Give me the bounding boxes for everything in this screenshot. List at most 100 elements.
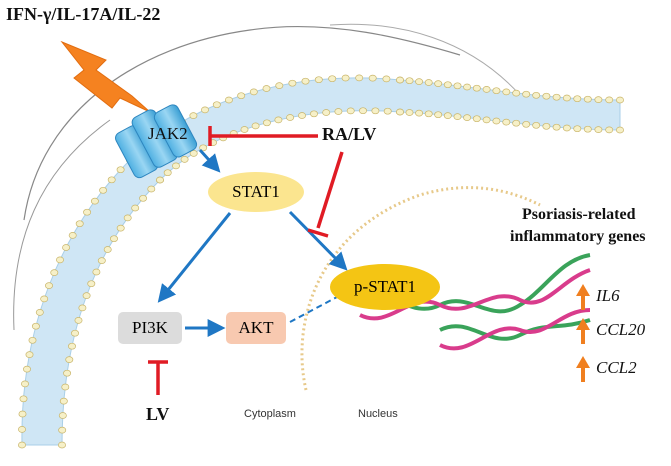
lipid-bead (31, 322, 40, 330)
lipid-bead (147, 185, 156, 193)
lipid-bead (103, 246, 112, 253)
jak2-receptor-icon (115, 104, 198, 179)
lipid-bead (139, 194, 148, 202)
lipid-bead (594, 96, 603, 103)
lipid-bead (492, 87, 501, 95)
lipid-bead (522, 120, 531, 128)
inhibit-ra-lv-pstat1-bar (307, 228, 329, 238)
lipid-bead (415, 109, 424, 117)
lipid-bead (463, 114, 472, 121)
cell-membrane (21, 77, 621, 446)
gene-label-il6: IL6 (596, 286, 620, 305)
lipid-bead (405, 77, 414, 85)
lipid-bead (131, 204, 140, 212)
lipid-bead (616, 96, 624, 104)
lipid-bead (424, 79, 433, 86)
lipid-bead (396, 108, 404, 116)
lipid-bead (116, 224, 125, 232)
lipid-bead (82, 292, 91, 299)
lipid-bead (463, 83, 472, 91)
lipid-bead (453, 82, 462, 90)
lipid-bead (68, 232, 77, 239)
lipid-bead (594, 126, 603, 133)
lipid-bead (552, 93, 561, 101)
lipid-bead (453, 113, 462, 120)
lipid-bead (573, 125, 582, 133)
lipid-bead (443, 81, 452, 89)
lipid-bead (61, 383, 70, 391)
lipid-bead (552, 123, 561, 131)
lipid-bead (286, 114, 295, 121)
lipid-bead (63, 369, 72, 377)
lipid-bead (562, 94, 571, 102)
lipid-bead (75, 220, 84, 228)
lipid-bead (405, 109, 414, 116)
lipid-bead (189, 112, 198, 119)
lipid-bead (18, 426, 26, 433)
lipid-bead (78, 304, 87, 312)
lipid-bead (382, 75, 391, 83)
up-arrow-icon (576, 284, 590, 382)
lipid-bead (156, 176, 164, 184)
lipid-bead (28, 336, 37, 344)
nuclear-envelope (300, 186, 541, 391)
lipid-bead (65, 356, 74, 363)
lipid-bead (68, 342, 76, 350)
lipid-bead (45, 282, 53, 289)
lipid-bead (56, 256, 64, 264)
lipid-bead (71, 329, 79, 337)
gene-label-ccl20: CCL20 (596, 320, 646, 339)
lipid-bead (359, 107, 367, 115)
lipid-bead (434, 80, 443, 87)
lipid-bead (18, 410, 27, 418)
lipid-bead (562, 124, 571, 132)
lipid-bead (163, 169, 172, 177)
lipid-bead (492, 117, 501, 125)
cytoplasm-label: Cytoplasm (244, 408, 296, 420)
lipid-bead (472, 115, 481, 123)
lipid-bead (583, 95, 592, 103)
lipid-bead (19, 395, 28, 403)
lipid-bead (23, 365, 31, 373)
lipid-bead (59, 397, 68, 405)
lipid-bead (189, 150, 198, 157)
lipid-bead (482, 116, 491, 124)
lipid-bead (512, 119, 521, 127)
lipid-bead (275, 82, 284, 89)
akt-node: AKT (226, 312, 286, 344)
lipid-bead (240, 126, 249, 133)
lipid-bead (472, 84, 481, 92)
lipid-bead (522, 90, 531, 98)
lipid-bead (92, 268, 101, 276)
lipid-bead (383, 107, 392, 115)
lipid-bead (25, 351, 34, 358)
lipid-bead (310, 110, 318, 118)
lipid-bead (50, 269, 59, 276)
arrow-stat1-pi3k (157, 212, 232, 303)
lipid-bead (107, 176, 116, 184)
cytokines-label: IFN-γ/IL-17A/IL-22 (6, 4, 161, 24)
cell-outline-top (329, 23, 521, 96)
lipid-bead (249, 88, 258, 96)
lipid-bead (371, 107, 380, 115)
lipid-bead (110, 235, 118, 243)
lipid-bead (237, 92, 246, 100)
lipid-bead (99, 186, 108, 194)
lipid-bead (328, 75, 337, 83)
lipid-bead (87, 280, 96, 288)
lipid-bead (21, 380, 29, 388)
pi3k-node: PI3K (118, 312, 182, 344)
lipid-bead (40, 295, 49, 303)
lipid-bead (334, 108, 343, 115)
lipid-bead (58, 426, 67, 434)
lipid-bead (502, 118, 511, 126)
lipid-bead (262, 119, 271, 127)
lipid-bead (368, 74, 377, 82)
lipid-bead (58, 412, 67, 419)
ra-lv-label: RA/LV (322, 124, 377, 144)
lipid-bead (123, 214, 132, 222)
lipid-bead (18, 441, 26, 449)
lipid-bead (116, 166, 125, 174)
